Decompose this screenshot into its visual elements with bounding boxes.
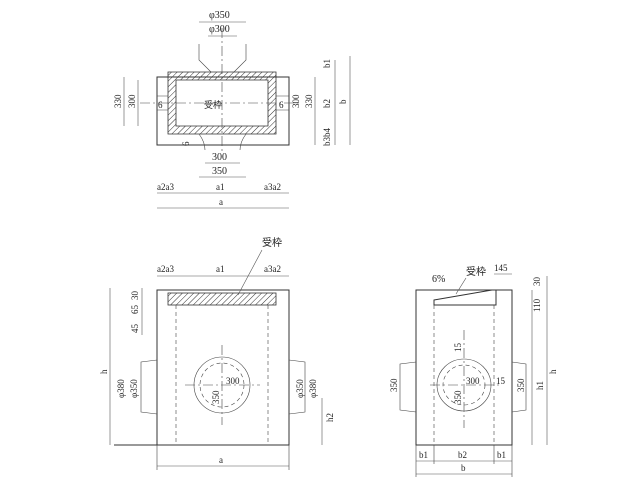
top-a: a — [219, 197, 223, 207]
front-view: 受枠 a2a3 a1 a3a2 300 350 h 30 65 45 φ380 … — [99, 236, 335, 470]
front-65: 65 — [130, 305, 140, 315]
side-h: h — [548, 369, 558, 374]
top-330-left: 330 — [113, 94, 123, 108]
side-receiver-frame — [433, 289, 497, 306]
front-a3a2: a3a2 — [264, 264, 281, 274]
front-dia350-right: φ350 — [295, 379, 305, 398]
top-pipe-left — [157, 95, 168, 111]
top-6-bottom: 6 — [181, 141, 191, 146]
top-w300: 300 — [212, 152, 227, 163]
front-receiver-label: 受枠 — [262, 236, 282, 249]
front-receiver-frame — [167, 292, 277, 306]
top-dia-300: φ300 — [209, 24, 230, 35]
top-view: φ350 φ300 b1 b2 b b3b4 330 300 6 330 300… — [113, 10, 351, 209]
top-330-right: 330 — [304, 94, 314, 108]
side-view: 6% 受枠 145 30 110 h1 h 350 350 15 300 15 … — [389, 263, 558, 477]
front-dia380-left: φ380 — [116, 379, 126, 398]
top-w350: 350 — [212, 166, 227, 177]
top-dia-350: φ350 — [209, 10, 230, 21]
side-pipe-left — [399, 361, 417, 413]
top-b: b — [338, 99, 348, 104]
top-300-right: 300 — [291, 94, 301, 108]
side-15-right: 15 — [496, 376, 506, 386]
front-h2: h2 — [325, 413, 335, 422]
front-a: a — [219, 455, 223, 465]
side-350-left: 350 — [389, 378, 399, 392]
front-30: 30 — [130, 291, 140, 301]
top-a2a3: a2a3 — [157, 182, 174, 192]
front-a2a3: a2a3 — [157, 264, 174, 274]
side-outer-box — [415, 289, 513, 446]
top-6-right: 6 — [279, 100, 284, 110]
side-110: 110 — [532, 298, 542, 312]
top-a1: a1 — [216, 182, 225, 192]
top-6-left: 6 — [158, 100, 163, 110]
front-dia380-right: φ380 — [308, 379, 318, 398]
side-b2: b2 — [458, 450, 467, 460]
top-b1: b1 — [322, 59, 332, 68]
front-45: 45 — [130, 324, 140, 334]
top-a3a2: a3a2 — [264, 182, 281, 192]
top-pipe-right — [276, 95, 289, 111]
top-b2: b2 — [322, 99, 332, 108]
top-pipe-top — [198, 44, 247, 73]
side-pipe-right — [511, 361, 527, 413]
side-350-right: 350 — [516, 378, 526, 392]
front-pipe-left — [140, 359, 158, 415]
top-receiver-label: 受枠 — [204, 99, 222, 110]
front-dia350-left: φ350 — [129, 379, 139, 398]
front-pipe-right — [288, 359, 306, 415]
top-300-left: 300 — [127, 94, 137, 108]
side-145: 145 — [494, 263, 508, 273]
top-pipe-bottom — [198, 133, 247, 151]
top-b3b4: b3b4 — [322, 128, 332, 147]
side-350-inner: 350 — [453, 390, 463, 404]
side-h1: h1 — [535, 381, 545, 390]
top-receiver-frame — [167, 71, 277, 135]
side-15-top: 15 — [453, 343, 463, 353]
front-a1: a1 — [216, 264, 225, 274]
front-h: h — [99, 369, 109, 374]
front-outer-box — [156, 289, 290, 446]
side-receiver-label: 受枠 — [466, 265, 486, 278]
side-b1-left: b1 — [419, 450, 428, 460]
side-30: 30 — [532, 277, 542, 287]
front-350: 350 — [211, 390, 221, 404]
side-b1-right: b1 — [497, 450, 506, 460]
side-slope: 6% — [432, 274, 445, 285]
side-300: 300 — [466, 376, 480, 386]
front-300: 300 — [226, 376, 240, 386]
side-b: b — [461, 463, 466, 473]
